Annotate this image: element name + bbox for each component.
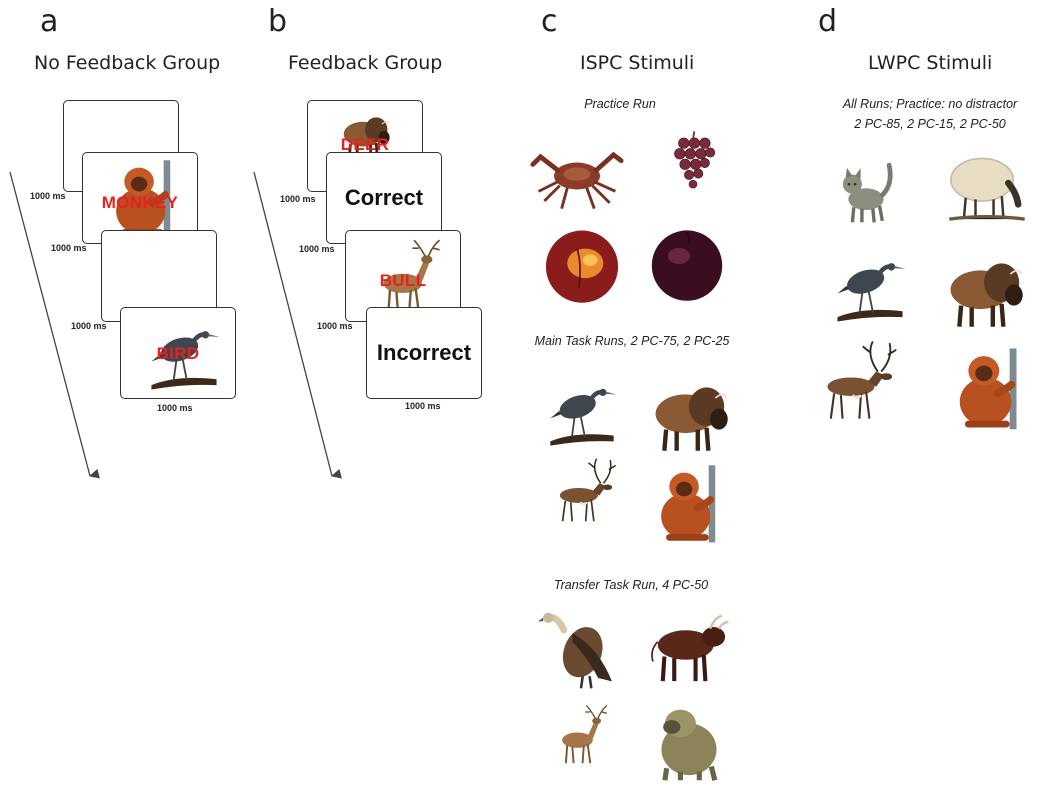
duration-label: 1000 ms [157,403,193,413]
duration-label: 1000 ms [405,401,441,411]
feedback-incorrect: Incorrect [376,340,472,365]
duration-label: 1000 ms [317,321,353,331]
bird-icon [832,252,908,326]
bird-icon [544,378,620,450]
bison-icon [636,368,742,456]
lwpc-caption-line2: 2 PC-85, 2 PC-15, 2 PC-50 [854,117,1006,131]
panel-b-title: Feedback Group [288,52,443,74]
stimulus-card: BIRD [120,307,236,399]
baboon-icon [646,696,732,782]
feedback-card: Incorrect [366,307,482,399]
stroop-word: MONKEY [101,193,179,212]
duration-label: 1000 ms [71,321,107,331]
blank-card [101,230,217,322]
duration-label: 1000 ms [51,243,87,253]
practice-run-caption: Practice Run [584,97,656,111]
stimulus-card: MONKEY [82,152,198,244]
stroop-word: BIRD [156,344,200,363]
stroop-word: BULL [379,271,427,290]
panel-a-title: No Feedback Group [34,52,221,74]
stimulus-card: BULL [345,230,461,322]
cat-icon [832,148,900,234]
crab-icon [518,128,636,224]
lwpc-caption-line1: All Runs; Practice: no distractor [842,97,1018,111]
panel-b-letter: b [268,4,288,39]
vulture-icon [538,604,624,690]
panel-d-letter: d [818,4,838,39]
deer-icon [548,696,612,774]
panel-c-title: ISPC Stimuli [580,52,695,74]
panel-a-letter: a [40,4,59,39]
bison-icon [932,244,1036,332]
peach-icon [536,224,628,306]
sheep-icon [936,142,1038,224]
monkey-icon [946,344,1032,432]
bull-icon [636,604,742,686]
grapes-icon [660,122,726,204]
main-task-caption: Main Task Runs, 2 PC-75, 2 PC-25 [534,334,730,348]
feedback-card: Correct [326,152,442,244]
plum-icon [642,224,732,304]
duration-label: 1000 ms [299,244,335,254]
panel-c-letter: c [541,4,558,39]
reindeer-icon [538,456,628,524]
reindeer-icon [810,338,902,422]
panel-d-title: LWPC Stimuli [868,52,993,74]
monkey-icon [648,460,730,546]
transfer-task-caption: Transfer Task Run, 4 PC-50 [553,578,709,592]
feedback-correct: Correct [344,185,424,210]
time-arrow [253,171,342,479]
duration-label: 1000 ms [280,194,316,204]
stroop-word: DEER [340,135,390,154]
time-arrow [9,171,100,479]
duration-label: 1000 ms [30,191,66,201]
